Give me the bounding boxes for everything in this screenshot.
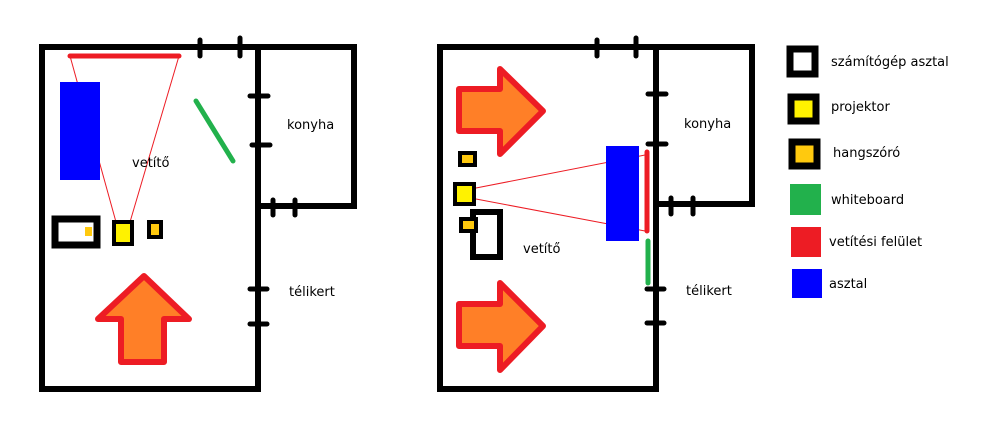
plan-b-speaker-top [458,151,477,167]
plan-b-desk [606,146,639,241]
legend-item-desk: asztal [792,269,867,298]
legend-item-computer-desk: számítógép asztal [786,45,949,78]
legend-label: whiteboard [831,193,904,208]
plan-a-beam-right [129,55,180,223]
legend-label: számítógép asztal [831,55,949,70]
legend-label: vetítési felület [829,235,922,250]
plan-b-direction-arrow-top [456,66,546,157]
plan-b-computer-desk-speaker [459,217,478,233]
legend-item-whiteboard: whiteboard [790,184,904,215]
plan-a-kitchen-label: konyha [287,118,334,133]
plan-a-projector [112,220,134,246]
legend-label: hangszóró [833,146,900,161]
projector-icon [787,93,820,125]
legend-label: asztal [829,277,867,292]
plan-a-room-wall [39,44,261,392]
plan-b-kitchen-label: konyha [684,117,731,132]
speaker-icon [788,138,821,170]
plan-a-speaker [147,220,163,239]
legend-item-projection-surface: vetítési felület [791,227,922,257]
plan-a-door-marks [197,35,298,327]
legend-item-projector: projektor [787,93,890,125]
plan-a-garden-label: télikert [289,285,335,300]
plan-b-room-wall [437,44,659,392]
computer-desk-icon [786,45,819,78]
plan-a: vetítő konyha télikert [39,35,357,392]
whiteboard-icon [790,184,821,215]
plan-b-projector [453,182,476,206]
plan-a-desk [60,82,100,180]
plan-b-kitchen-wall [656,44,755,207]
plan-a-kitchen-wall [258,44,357,209]
legend-item-speaker: hangszóró [788,138,900,170]
plan-b-garden-label: télikert [686,284,732,299]
legend: számítógép asztal projektor hangszóró wh… [786,45,949,298]
plan-b-room-label: vetítő [523,242,560,257]
plan-a-direction-arrow [95,273,192,365]
plan-a-computer-desk-speaker [85,227,92,236]
projection-surface-icon [791,227,821,257]
legend-label: projektor [831,100,890,115]
plan-b-direction-arrow-bottom [456,280,546,373]
plan-a-room-label: vetítő [132,156,169,171]
plan-b: vetítő konyha télikert [437,35,755,392]
desk-icon [792,269,822,298]
plan-b-door-marks [594,35,696,326]
plan-a-whiteboard [193,98,236,164]
